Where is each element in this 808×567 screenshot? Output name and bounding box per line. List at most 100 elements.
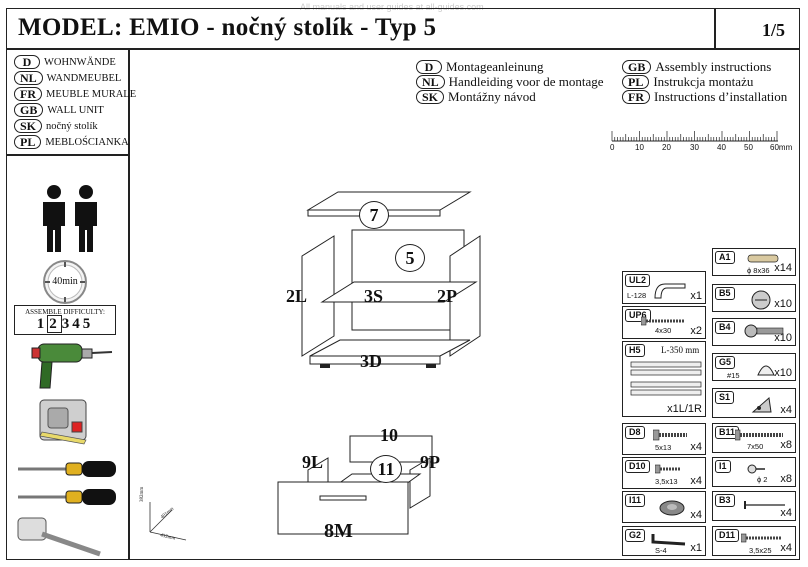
part-code: A1 xyxy=(715,251,735,264)
part-qty: x1L/1R xyxy=(667,403,702,415)
difficulty-level: 3 xyxy=(61,316,73,332)
manual-label: Instructions d’installation xyxy=(654,88,788,104)
drawer-slide-icon xyxy=(630,361,702,396)
drawer-back-label: 10 xyxy=(380,425,398,445)
part-dim: S-4 xyxy=(655,546,667,555)
page-number: 1/5 xyxy=(762,20,786,40)
confirmat-screw-icon xyxy=(735,429,783,441)
screw-icon xyxy=(641,316,685,326)
two-persons-icon xyxy=(43,185,97,252)
part-b4: B4 x10 xyxy=(712,318,796,346)
part-code: I1 xyxy=(715,460,731,473)
part-qty: x1 xyxy=(690,542,702,554)
felt-pad-icon xyxy=(659,500,685,516)
part-code: D11 xyxy=(715,529,740,542)
lang-code: NL xyxy=(416,74,445,89)
part-dim: ϕ 8x36 xyxy=(747,266,770,275)
ruler-label: 60mm xyxy=(770,143,793,152)
part-h5: H5 L-350 mm x1L/1R xyxy=(622,341,706,417)
clock-icon xyxy=(43,260,87,304)
wooden-dowel-icon xyxy=(747,254,779,263)
part-code: UL2 xyxy=(625,274,651,287)
manual-label: Instrukcja montażu xyxy=(653,73,754,89)
part-dim: 7x50 xyxy=(747,442,764,451)
manual-label: Assembly instructions xyxy=(655,58,772,74)
name-label: WALL UNIT xyxy=(47,104,104,116)
nail-icon xyxy=(747,464,765,474)
part-code: G5 xyxy=(715,356,736,369)
part-dim: 3,5x25 xyxy=(749,546,772,555)
cover-cap-icon xyxy=(757,365,775,376)
nail-icon xyxy=(744,501,785,509)
part-s1: S1 x4 xyxy=(712,388,796,418)
part-code: D8 xyxy=(625,426,645,439)
lang-code: FR xyxy=(622,89,650,104)
screw-icon xyxy=(741,533,781,543)
part-code: H5 xyxy=(625,344,645,357)
ruler-label: 40 xyxy=(717,143,726,152)
part-code: B5 xyxy=(715,287,735,300)
cam-lock-icon xyxy=(751,290,771,310)
name-label: MEBLOŚCIANKA xyxy=(45,136,129,148)
part-qty: x4 xyxy=(690,509,702,521)
part-code: B3 xyxy=(715,494,735,507)
box-dimensions-icon xyxy=(149,502,187,541)
part-qty: x8 xyxy=(780,439,792,451)
watermark: All manuals and user guides at all-guide… xyxy=(300,2,484,12)
part-dim: L-128 xyxy=(627,291,647,300)
panel-bottom-label: 3D xyxy=(360,351,382,371)
name-label: nočný stolík xyxy=(46,120,98,132)
page-number-divider xyxy=(714,8,716,48)
part-dim: 3,5x13 xyxy=(655,477,678,486)
part-ul2: UL2 L-128 x1 xyxy=(622,271,706,304)
part-b3: B3 x4 xyxy=(712,491,796,521)
drawer-right-label: 9P xyxy=(420,452,440,472)
drawer-front-label: 8M xyxy=(324,520,353,542)
panel-left-label: 2L xyxy=(286,286,308,306)
lang-code: SK xyxy=(416,89,445,104)
part-a1: A1 ϕ 8x36 x14 xyxy=(712,248,796,276)
mallet-icon xyxy=(17,517,101,557)
drawer-left-label: 9L xyxy=(302,452,324,472)
ruler-label: 50 xyxy=(744,143,753,152)
screw-icon xyxy=(655,464,681,474)
part-qty: x10 xyxy=(774,367,792,379)
sidebar-names-divider xyxy=(6,154,128,156)
part-i11: I11 x4 xyxy=(622,491,706,523)
page-frame xyxy=(6,8,800,560)
ruler-label: 10 xyxy=(635,143,644,152)
part-qty: x14 xyxy=(774,262,792,274)
difficulty-level: 5 xyxy=(82,316,94,332)
difficulty-title: ASSEMBLE DIFFICULTY: xyxy=(25,308,105,316)
manual-row-fr: FR Instructions d’installation xyxy=(622,89,787,104)
sidebar-divider xyxy=(128,48,130,560)
panel-back-label: 5 xyxy=(395,244,425,272)
part-b5: B5 x10 xyxy=(712,284,796,312)
name-row-d: D WOHNWÄNDE xyxy=(14,55,116,69)
assembly-time: 40min xyxy=(52,276,78,287)
manual-label: Montážny návod xyxy=(448,88,536,104)
difficulty-level: 1 xyxy=(36,316,48,332)
ruler-label: 30 xyxy=(690,143,699,152)
lang-code: D xyxy=(416,59,442,74)
part-code: G2 xyxy=(625,529,646,542)
screwdriver-flat-icon xyxy=(18,489,116,505)
part-d10: D10 3,5x13 x4 xyxy=(622,457,706,489)
name-label: WANDMEUBEL xyxy=(46,72,122,84)
hex-key-icon xyxy=(651,534,686,546)
lang-code: D xyxy=(14,55,40,69)
part-dim: ϕ 2 xyxy=(757,475,768,484)
lang-code: PL xyxy=(14,135,42,149)
name-label: WOHNWÄNDE xyxy=(44,56,116,68)
part-code: D10 xyxy=(625,460,650,473)
part-i1: I1 ϕ 2 x8 xyxy=(712,457,796,487)
drill-icon xyxy=(31,343,113,389)
part-qty: x4 xyxy=(690,441,702,453)
